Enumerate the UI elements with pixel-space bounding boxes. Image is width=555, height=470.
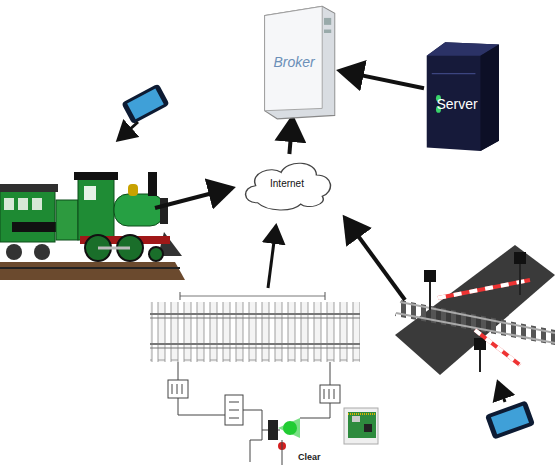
- track-circuit-illustration: [150, 292, 378, 465]
- node-label: Server: [436, 96, 477, 112]
- level-crossing-illustration: [395, 245, 555, 375]
- arrow-connector: [289, 118, 292, 154]
- tablet-icon: [485, 400, 535, 439]
- arrow: [118, 122, 138, 140]
- arrow-connector: [340, 71, 424, 88]
- node-label: Internet: [270, 178, 304, 189]
- cloud-node: Internet: [238, 150, 336, 216]
- arrow: [345, 218, 405, 300]
- train-illustration: [0, 172, 185, 280]
- server-node: Server: [420, 40, 504, 152]
- tablet-icon: [121, 83, 169, 124]
- node-label: Broker: [273, 54, 314, 70]
- broker-node: Broker: [252, 4, 342, 120]
- arrow: [498, 382, 505, 402]
- arrow: [268, 226, 276, 288]
- signal-label: Clear: [296, 452, 323, 462]
- arrow: [155, 188, 232, 208]
